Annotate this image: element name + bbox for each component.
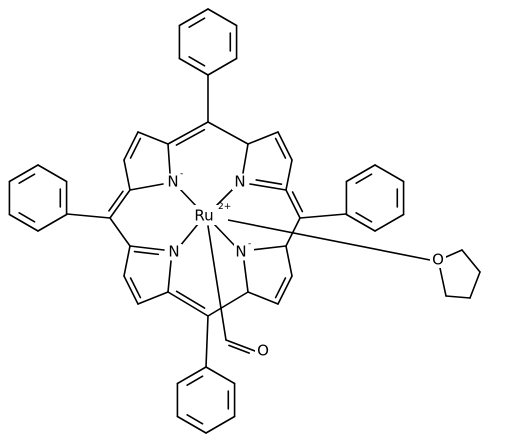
pyrrole-ur-double <box>255 179 283 185</box>
phenyl-left-double <box>18 212 36 223</box>
phenyl-top <box>178 57 209 76</box>
phenyl-top-double <box>188 17 206 28</box>
pyrrole-ul <box>129 183 164 191</box>
pyrrole-ll-double <box>133 250 160 256</box>
ru-thf-bond <box>227 219 431 261</box>
nitrogen-atom-label-lower-right: N <box>235 243 246 261</box>
thf-ring <box>461 249 481 273</box>
carbonyl-co-bond <box>225 339 256 352</box>
nitrogen-charge-upper-left: - <box>180 169 183 179</box>
pyrrole-lr <box>247 291 279 305</box>
pyrrole-lr-double <box>274 277 287 299</box>
phenyl-bottom <box>176 415 207 434</box>
pyrrole-ll <box>123 275 139 305</box>
pyrrole-ur <box>242 143 249 174</box>
pyrrole-ur <box>249 183 287 191</box>
phenyl-left <box>8 213 39 232</box>
atom-label-layer: Ru 2+ N - N N N - O O <box>166 169 446 360</box>
pyrrole-lr <box>243 260 249 293</box>
pyrrole-ur <box>277 131 293 161</box>
ru-carbonyl-bond <box>207 225 227 341</box>
phenyl-right <box>345 213 376 232</box>
pyrrole-ul <box>123 131 139 161</box>
meso-top-left-double <box>175 128 206 146</box>
phenyl-right-double <box>355 212 373 223</box>
pyrrole-ll <box>123 245 131 277</box>
bond-layer <box>8 8 481 434</box>
thf-ring <box>469 271 481 299</box>
thf-ring <box>445 249 463 258</box>
meso-right-upper <box>285 189 301 219</box>
pyrrole-ll-double <box>129 277 142 299</box>
phenyl-link-bottom <box>205 315 209 368</box>
meso-right-lower <box>285 217 301 247</box>
phenyl-link-left <box>66 213 111 219</box>
ru-n-bond <box>213 187 235 209</box>
pyrrole-ll <box>167 260 172 293</box>
pyrrole-lr <box>285 245 293 277</box>
meso-bottom-right <box>207 291 249 317</box>
phenyl-right <box>374 213 405 232</box>
phenyl-top <box>178 8 209 27</box>
thf-ring <box>439 267 447 297</box>
pyrrole-ur-double <box>274 137 287 159</box>
phenyl-bottom-double <box>186 375 204 386</box>
pyrrole-ll <box>129 245 165 251</box>
pyrrole-ul <box>137 131 169 145</box>
pyrrole-ur <box>247 131 279 145</box>
phenyl-right <box>345 164 376 183</box>
pyrrole-ul <box>123 159 131 191</box>
pyrrole-lr <box>277 275 293 305</box>
phenyl-top <box>207 8 238 27</box>
nitrogen-atom-label-lower-left: N <box>168 243 179 261</box>
phenyl-bottom-double <box>186 414 204 425</box>
phenyl-link-right <box>299 213 347 219</box>
meso-bottom-left-double <box>175 290 206 309</box>
carbonyl-co-bond-double <box>228 344 251 354</box>
nitrogen-atom-label-upper-left: N <box>167 173 178 191</box>
meso-bottom-left <box>167 291 209 317</box>
meso-right-upper-double <box>291 191 304 213</box>
pyrrole-lr <box>250 245 287 251</box>
phenyl-left <box>37 213 68 232</box>
phenyl-left <box>37 164 68 183</box>
meso-left-lower <box>109 217 131 247</box>
meso-top-left <box>167 121 209 145</box>
meso-top-right <box>207 121 249 145</box>
ru-n-bond <box>179 223 199 247</box>
thf-ring <box>445 295 471 299</box>
meso-left-upper-double <box>108 190 124 212</box>
nitrogen-charge-lower-right: - <box>248 239 251 249</box>
pyrrole-ul-double <box>129 137 142 159</box>
ruthenium-atom-label: Ru <box>194 207 213 225</box>
meso-left-upper <box>109 189 131 219</box>
phenyl-top-double <box>188 56 206 67</box>
thf-oxygen-label: O <box>432 251 444 269</box>
ru-n-bond <box>178 187 199 209</box>
pyrrole-ul <box>167 143 171 174</box>
phenyl-bottom <box>176 366 207 385</box>
pyrrole-ur <box>285 159 293 191</box>
nitrogen-atom-label-upper-right: N <box>234 173 245 191</box>
carbonyl-oxygen-label: O <box>257 342 269 360</box>
phenyl-bottom <box>205 415 236 434</box>
ru-n-bond <box>213 223 236 247</box>
phenyl-left <box>8 164 39 183</box>
phenyl-top <box>207 57 238 76</box>
ruthenium-charge: 2+ <box>218 202 231 212</box>
pyrrole-ll <box>137 291 169 305</box>
phenyl-bottom <box>205 366 236 385</box>
phenyl-right-double <box>355 173 373 184</box>
phenyl-left-double <box>18 173 36 184</box>
phenyl-right <box>374 164 405 183</box>
